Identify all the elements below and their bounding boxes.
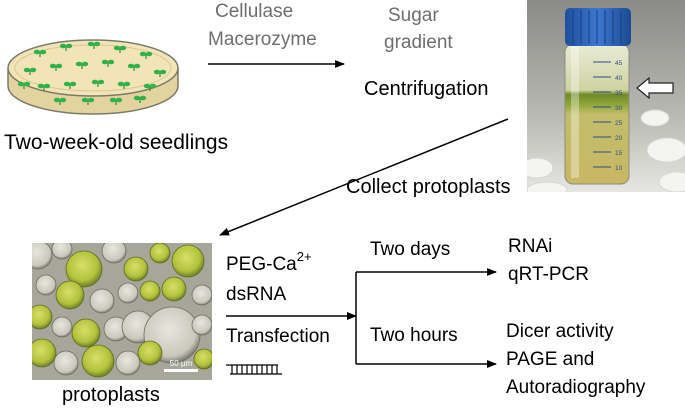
tube-scale-label: 30 <box>615 105 623 112</box>
seedlings-icon <box>17 41 167 105</box>
dsrna-icon <box>226 364 282 375</box>
tube-scale-label: 35 <box>615 90 623 97</box>
qrtpcr-label: qRT-PCR <box>508 264 589 285</box>
centrifuge-tube-photo: 45 40 35 30 25 20 15 10 <box>527 0 685 192</box>
peg-ca-superscript: 2+ <box>296 249 312 264</box>
seedlings-label: Two-week-old seedlings <box>4 131 229 154</box>
tube-scale-label: 20 <box>615 135 623 142</box>
protoplasts-label: protoplasts <box>62 384 160 406</box>
dicer-activity-label: Dicer activity <box>506 321 614 342</box>
tube-scale-label: 15 <box>615 150 623 157</box>
page-label: PAGE and <box>506 349 595 370</box>
transfection-label: Transfection <box>226 326 330 347</box>
dsrna-label: dsRNA <box>226 284 287 305</box>
two-hours-label: Two hours <box>370 325 458 346</box>
tube-scale-label: 25 <box>615 120 623 127</box>
peg-ca-label: PEG-Ca2+ <box>226 249 312 275</box>
tube-scale-label: 10 <box>615 165 623 172</box>
centrifugation-label: Centrifugation <box>364 78 489 100</box>
band-arrow-icon <box>636 76 674 100</box>
enzyme-macerozyme-label: Macerozyme <box>208 29 317 50</box>
arrow-collect <box>219 118 509 236</box>
tube-scale: 45 40 35 30 25 20 15 10 <box>593 60 623 172</box>
collect-protoplasts-label: Collect protoplasts <box>346 176 511 198</box>
tube-scale-label: 40 <box>615 75 623 82</box>
two-days-label: Two days <box>370 239 451 260</box>
petri-dish-icon <box>7 39 179 115</box>
sugar-label: Sugar <box>388 5 439 26</box>
protoplast-micrograph: 50 µm <box>32 243 212 380</box>
autoradiography-label: Autoradiography <box>506 377 646 398</box>
tube-scale-label: 45 <box>615 60 623 67</box>
enzyme-cellulase-label: Cellulase <box>215 1 294 22</box>
scale-bar-label: 50 µm <box>170 359 193 368</box>
rnai-label: RNAi <box>508 236 553 257</box>
gradient-label: gradient <box>384 32 453 53</box>
